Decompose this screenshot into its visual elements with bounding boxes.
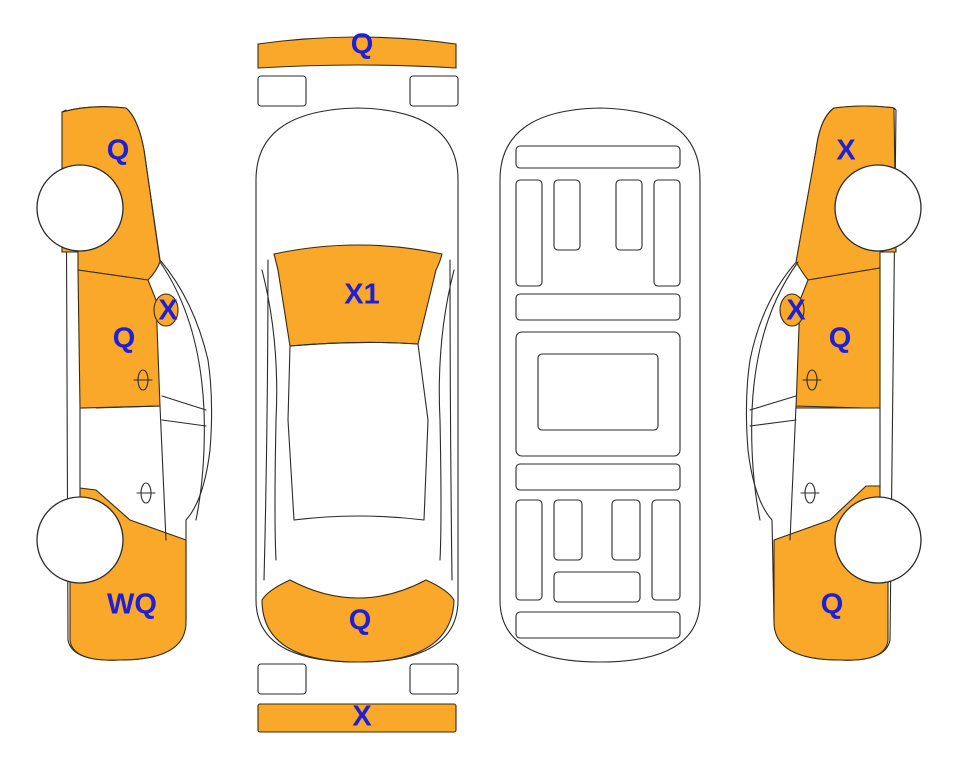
left-rear-quarter-code: WQ: [107, 589, 157, 621]
left-front-fender-code: Q: [107, 135, 130, 167]
underbody-part: [553, 571, 641, 603]
right-rear-door-handle-icon: [800, 482, 820, 504]
underbody-part: [515, 293, 681, 321]
trunk-code: Q: [349, 605, 372, 637]
right-front-door-code: Q: [829, 323, 852, 355]
left-front-door-code: Q: [113, 323, 136, 355]
right-rear-wheel-icon: [834, 496, 922, 584]
right-door-handle-icon: [802, 369, 822, 391]
underbody-part: [653, 179, 681, 287]
underbody-part: [553, 499, 583, 561]
right-rear-quarter-code: Q: [821, 589, 844, 621]
rear-bumper-panel[interactable]: [257, 703, 457, 733]
right-door-lines: [749, 261, 881, 541]
underbody-view: [499, 107, 701, 663]
underbody-part: [611, 499, 641, 561]
left-door-handle-icon: [133, 369, 153, 391]
right-mirror-panel[interactable]: [779, 293, 805, 327]
front-bumper-code: Q: [351, 29, 374, 61]
underbody-part: [537, 353, 659, 431]
front-bumper-panel[interactable]: [257, 36, 457, 69]
underbody-part: [615, 179, 643, 251]
right-front-door-panel[interactable]: [795, 267, 881, 409]
left-mirror-panel[interactable]: [153, 293, 179, 327]
left-side-view: Q X Q WQ: [36, 106, 213, 661]
left-front-wheel-icon: [36, 164, 124, 252]
left-headlight-icon: [257, 75, 307, 107]
top-side-contours: [261, 259, 455, 581]
right-mirror-code: X: [786, 295, 806, 327]
top-view: Q X1 Q X: [255, 29, 459, 733]
left-taillight-icon: [257, 663, 307, 695]
underbody-part: [515, 145, 681, 169]
left-door-lines: [79, 261, 207, 541]
right-front-fender-code: X: [836, 135, 856, 167]
underbody-part: [515, 611, 681, 639]
left-mirror-code: X: [158, 295, 178, 327]
roof-outline: [287, 341, 429, 521]
rear-bumper-code: X: [352, 701, 372, 733]
left-rear-door-handle-icon: [136, 482, 156, 504]
underbody-part: [515, 463, 681, 491]
right-taillight-icon: [409, 663, 459, 695]
hood-code: X1: [344, 279, 379, 311]
trunk-panel[interactable]: [261, 579, 455, 663]
right-headlight-icon: [409, 75, 459, 107]
underbody-part: [651, 499, 681, 601]
right-front-wheel-icon: [834, 164, 922, 252]
right-side-view: X X Q Q: [745, 105, 922, 661]
top-body-outline: [255, 107, 459, 663]
underbody-part: [515, 179, 543, 287]
underbody-part: [515, 499, 543, 601]
underbody-part: [553, 179, 581, 251]
left-rear-wheel-icon: [36, 496, 124, 584]
